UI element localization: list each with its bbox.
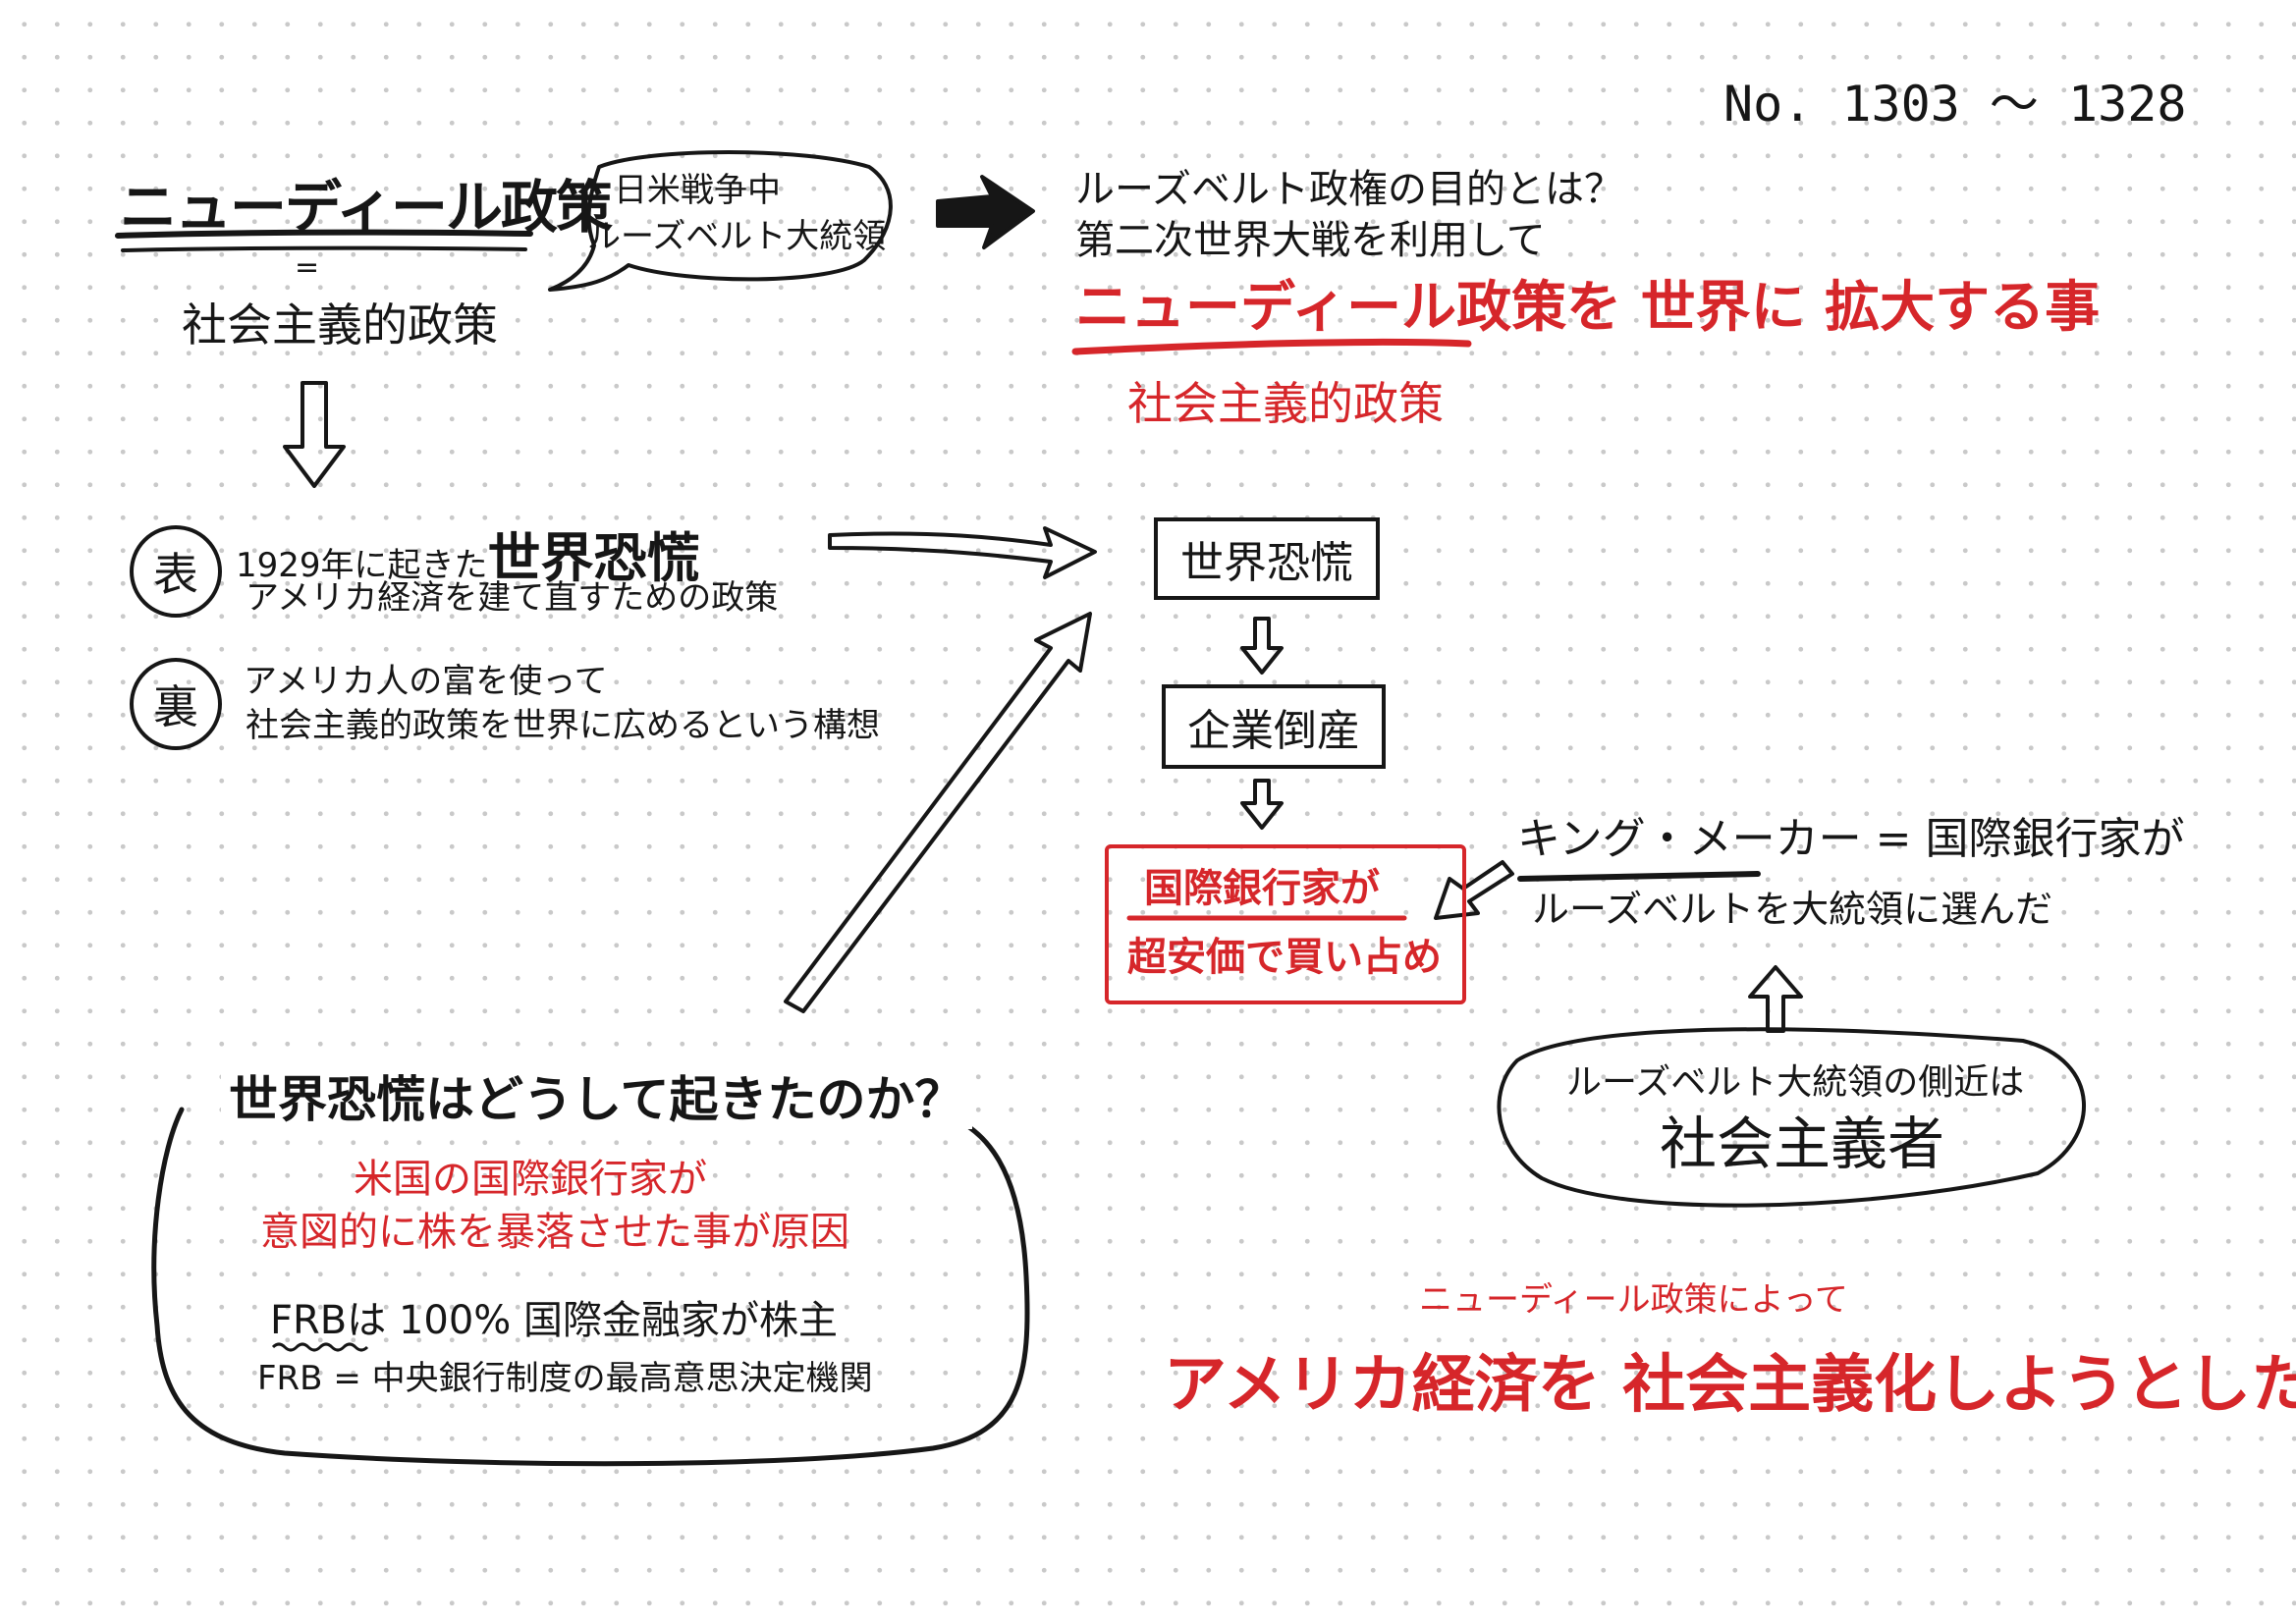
cause-bubble-outline bbox=[151, 1107, 1030, 1467]
frb-shareholders: は 100% 国際金融家が株主 bbox=[347, 1298, 839, 1343]
speech-bubble-line1: 日米戦争中 bbox=[614, 171, 781, 210]
flow-step3-line1: 国際銀行家が bbox=[1144, 866, 1380, 911]
kingmaker-underline bbox=[1517, 871, 1761, 882]
omote-line1-emph: 世界恐慌 bbox=[487, 527, 700, 589]
purpose-emphasis-part2: を 世界に 拡大する事 bbox=[1566, 276, 2101, 340]
cause-bubble-heading: 世界恐慌はどうして起きたのか？ bbox=[221, 1071, 972, 1129]
ura-mark: 裏 bbox=[130, 658, 222, 750]
frb-label: FRB bbox=[270, 1298, 348, 1343]
flow-step-buyout-box bbox=[1105, 844, 1466, 1004]
red-underline bbox=[1071, 338, 1472, 355]
omote-line1-prefix: 1929年に起きた bbox=[236, 546, 488, 585]
aide-bubble-line1: ルーズベルト大統領の側近は bbox=[1566, 1062, 2025, 1103]
page-number: No. 1303 〜 1328 bbox=[1723, 76, 2187, 133]
kingmaker-term: キング・メーカー bbox=[1517, 814, 1862, 864]
flow-arrow-2 bbox=[1240, 779, 1284, 830]
aide-bubble-line2: 社会主義者 bbox=[1660, 1110, 1945, 1177]
cause-hollow-arrow bbox=[784, 612, 1092, 1013]
ura-line1: アメリカ人の富を使って bbox=[244, 662, 608, 701]
flow-step3-line2: 超安価で買い占め bbox=[1127, 935, 1442, 980]
purpose-question: ルーズベルト政権の目的とは？ bbox=[1075, 167, 1623, 212]
kingmaker-line1: キング・メーカー = 国際銀行家が bbox=[1517, 814, 2185, 865]
flow-arrow-1 bbox=[1240, 617, 1284, 675]
speech-bubble-outline bbox=[548, 150, 893, 292]
kingmaker-line2: ルーズベルトを大統領に選んだ bbox=[1532, 888, 2053, 931]
title-subtitle: 社会主義的政策 bbox=[182, 298, 498, 352]
purpose-emphasis: ニューディール政策を 世界に 拡大する事 bbox=[1075, 276, 2101, 340]
omote-mark: 表 bbox=[130, 525, 222, 618]
title-underline bbox=[115, 229, 533, 239]
cause-bubble-frb-line1: FRBは 100% 国際金融家が株主 bbox=[270, 1298, 838, 1343]
purpose-emphasis-part1: ニューディール政策 bbox=[1075, 276, 1567, 340]
flow-step1-label: 世界恐慌 bbox=[1180, 538, 1353, 588]
omote-hollow-arrow bbox=[828, 526, 1097, 579]
purpose-line2: 第二次世界大戦を利用して bbox=[1075, 218, 1546, 263]
title-underline-2 bbox=[121, 245, 527, 252]
bold-right-arrow bbox=[936, 175, 1035, 249]
cause-bubble-red-line2: 意図的に株を暴落させた事が原因 bbox=[260, 1210, 849, 1255]
flow-step2-label: 企業倒産 bbox=[1187, 706, 1360, 756]
down-hollow-arrow bbox=[283, 381, 346, 488]
flow-step-bankruptcy: 企業倒産 bbox=[1162, 684, 1386, 769]
kingmaker-definition: = 国際銀行家が bbox=[1861, 814, 2185, 864]
up-hollow-arrow bbox=[1748, 965, 1803, 1033]
cause-bubble-red-line1: 米国の国際銀行家が bbox=[354, 1157, 707, 1202]
cause-bubble-frb-line2: FRB = 中央銀行制度の最高意思決定機関 bbox=[257, 1359, 873, 1398]
flow-step-great-depression: 世界恐慌 bbox=[1154, 517, 1380, 600]
conclusion-big: アメリカ経済を 社会主義化しようとした bbox=[1164, 1349, 2296, 1422]
page-title: ニューディール政策 bbox=[120, 174, 613, 241]
omote-line1: 1929年に起きた世界恐慌 bbox=[236, 527, 700, 589]
aide-bubble-outline bbox=[1497, 1027, 2086, 1208]
ura-line2: 社会主義的政策を世界に広めるという構想 bbox=[246, 706, 880, 745]
speech-bubble-line2: ルーズベルト大統領 bbox=[587, 217, 887, 256]
kingmaker-arrow bbox=[1434, 860, 1514, 920]
ura-mark-text: 裏 bbox=[153, 680, 198, 733]
title-equals: = bbox=[295, 250, 320, 285]
omote-mark-text: 表 bbox=[153, 548, 198, 601]
purpose-note: 社会主義的政策 bbox=[1127, 377, 1444, 430]
omote-line2: アメリカ経済を建て直すための政策 bbox=[246, 578, 779, 618]
frb-wavy-underline bbox=[271, 1342, 369, 1352]
conclusion-small: ニューディール政策によって bbox=[1419, 1280, 1848, 1320]
